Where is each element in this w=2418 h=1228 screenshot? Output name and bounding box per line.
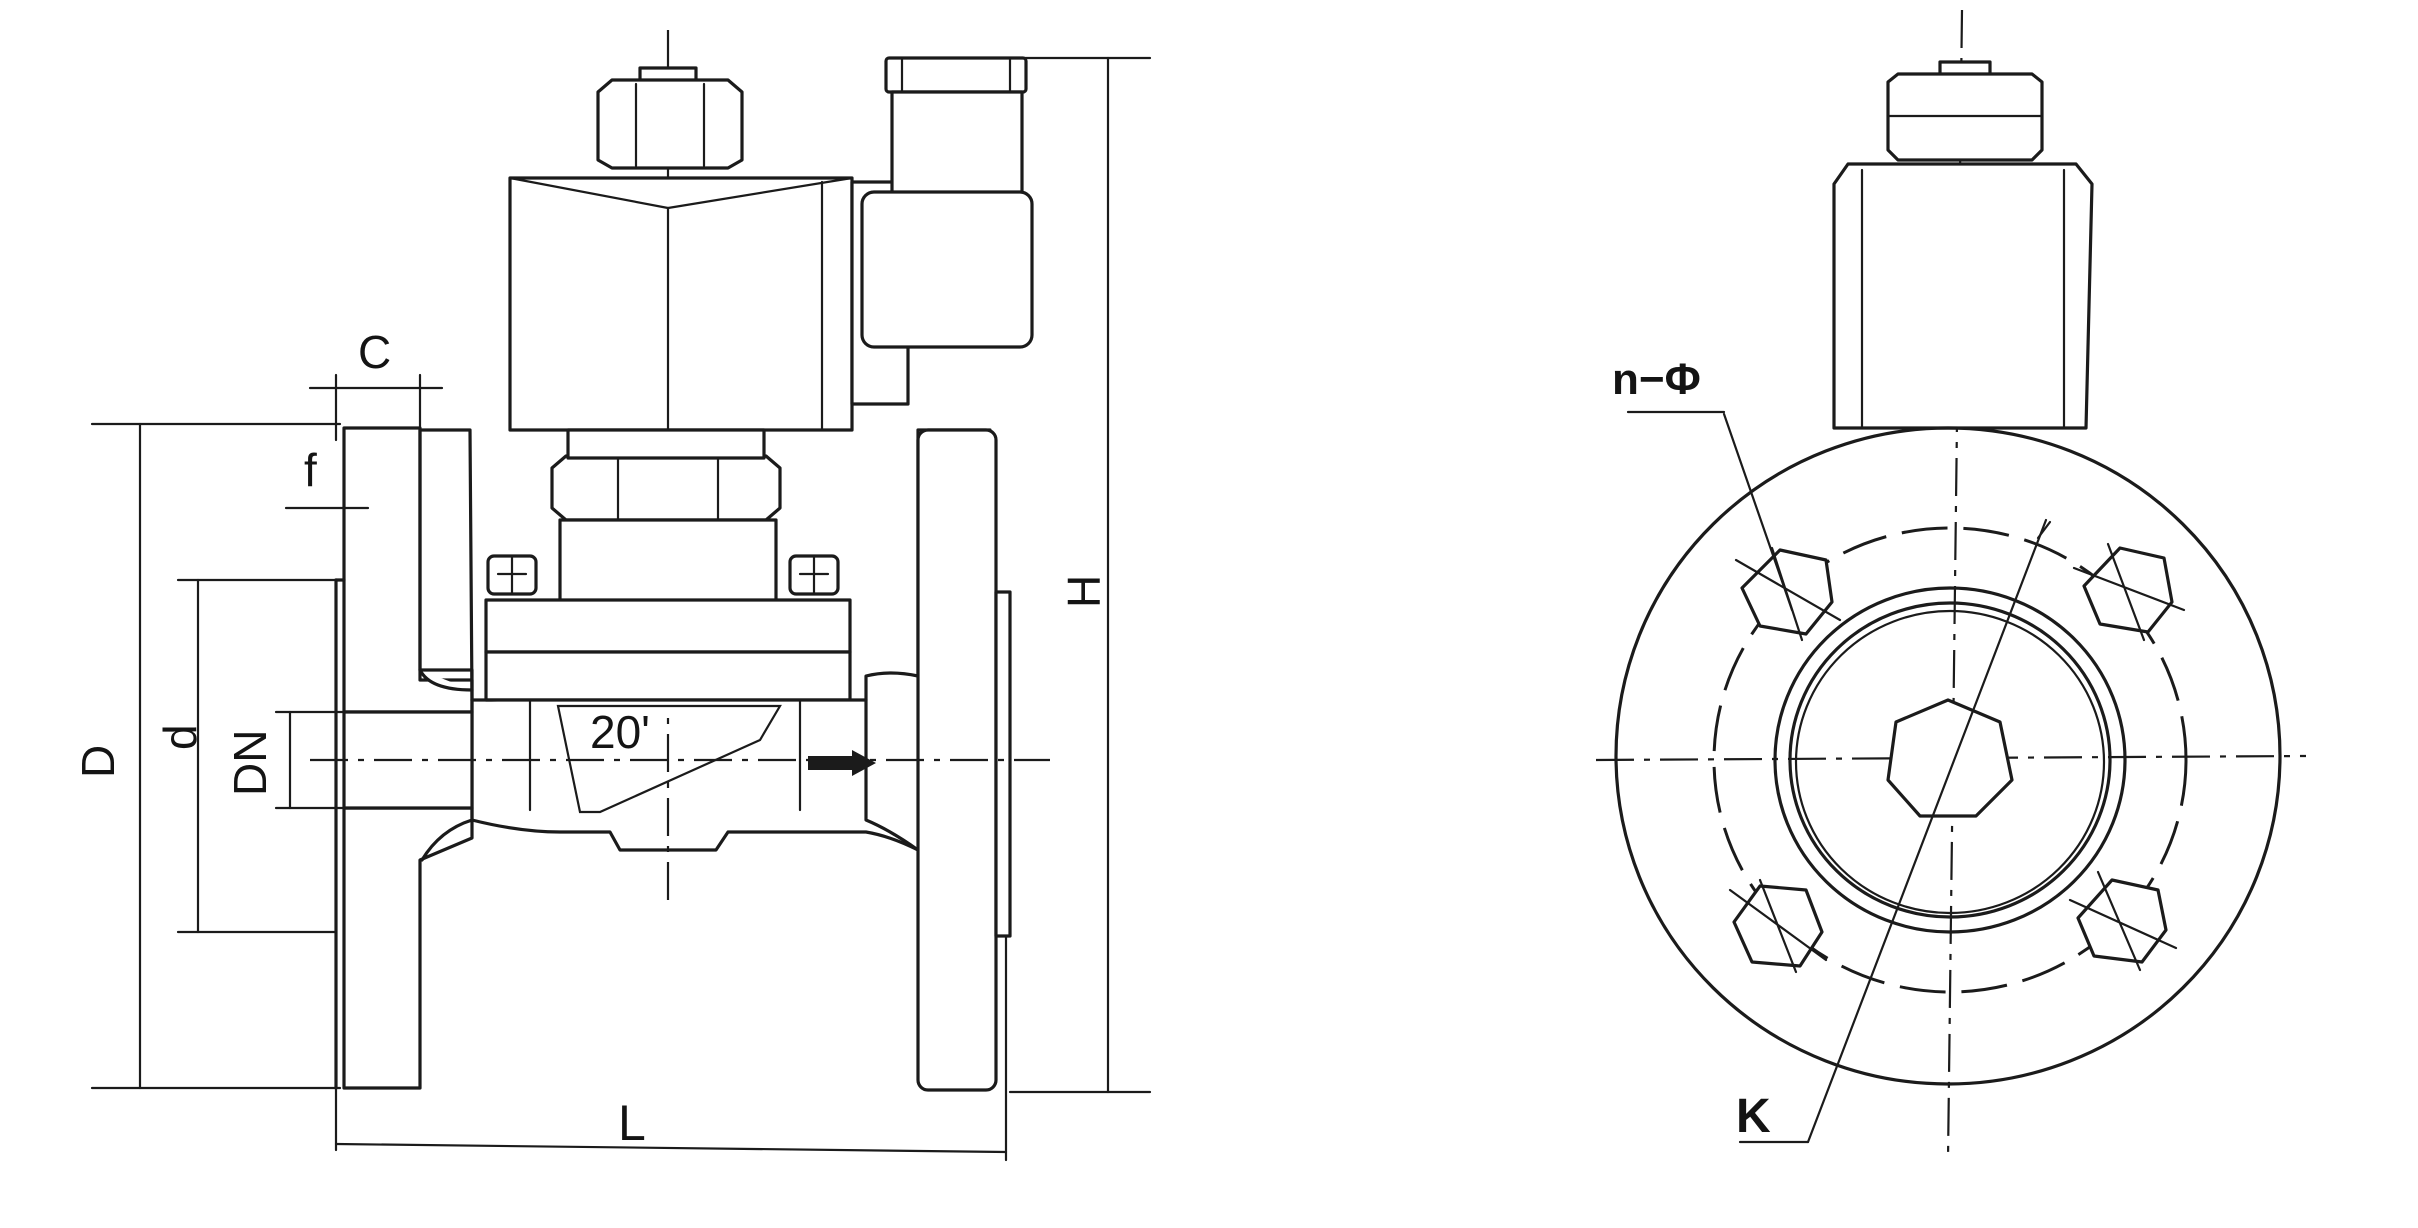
bolt-circle-label: K (1736, 1090, 1771, 1143)
front-coil-housing (1832, 162, 2094, 430)
dimension-f-label: f (304, 444, 317, 496)
dimension-d-inner: d (154, 578, 338, 934)
bolt-circle-callout: K (1736, 518, 2052, 1144)
dimension-c-label: C (358, 326, 391, 378)
side-view: C f D d DN (72, 30, 1152, 1162)
bolt-hole-bottom-right (2068, 870, 2178, 972)
top-nut (596, 66, 744, 170)
dimension-dn: DN (224, 710, 346, 810)
front-top-nut (1886, 60, 2044, 162)
bolt-hole-top-left (1734, 546, 1842, 642)
bolt-holes-callout: n−Φ (1612, 355, 1794, 612)
bore-circle (1794, 609, 2106, 915)
dimension-d-outer: D (72, 422, 342, 1090)
bolt-holes-label: n−Φ (1612, 355, 1701, 404)
dimension-h: H (1008, 56, 1152, 1094)
raised-face-outer (1773, 586, 2127, 934)
bolt-circle (1712, 526, 2188, 994)
bolt-hole-top-right (2072, 542, 2186, 642)
dimension-f: f (284, 444, 370, 510)
dimension-d-inner-label: d (154, 724, 206, 750)
coil-housing (508, 176, 910, 432)
center-hex (1886, 698, 2014, 818)
dimension-h-label: H (1058, 575, 1110, 608)
dimension-d-outer-label: D (72, 745, 124, 778)
flange-outer-circle (1614, 426, 2282, 1086)
dimension-l: L (334, 934, 1008, 1162)
flow-direction-arrow (808, 750, 876, 776)
connector-plug (860, 56, 1034, 349)
dimension-l-label: L (618, 1095, 646, 1151)
angle-label: 20' (590, 706, 650, 758)
dimension-dn-label: DN (224, 730, 276, 796)
bonnet-screw-left (486, 554, 538, 596)
bonnet (484, 518, 852, 702)
front-view: n−Φ K (1595, 9, 2307, 1161)
bonnet-screw-right (788, 554, 840, 596)
raised-face-inner (1788, 601, 2112, 919)
bolt-hole-bottom-left (1728, 878, 1828, 974)
dimension-c: C (308, 326, 444, 442)
lower-nut (550, 428, 782, 522)
